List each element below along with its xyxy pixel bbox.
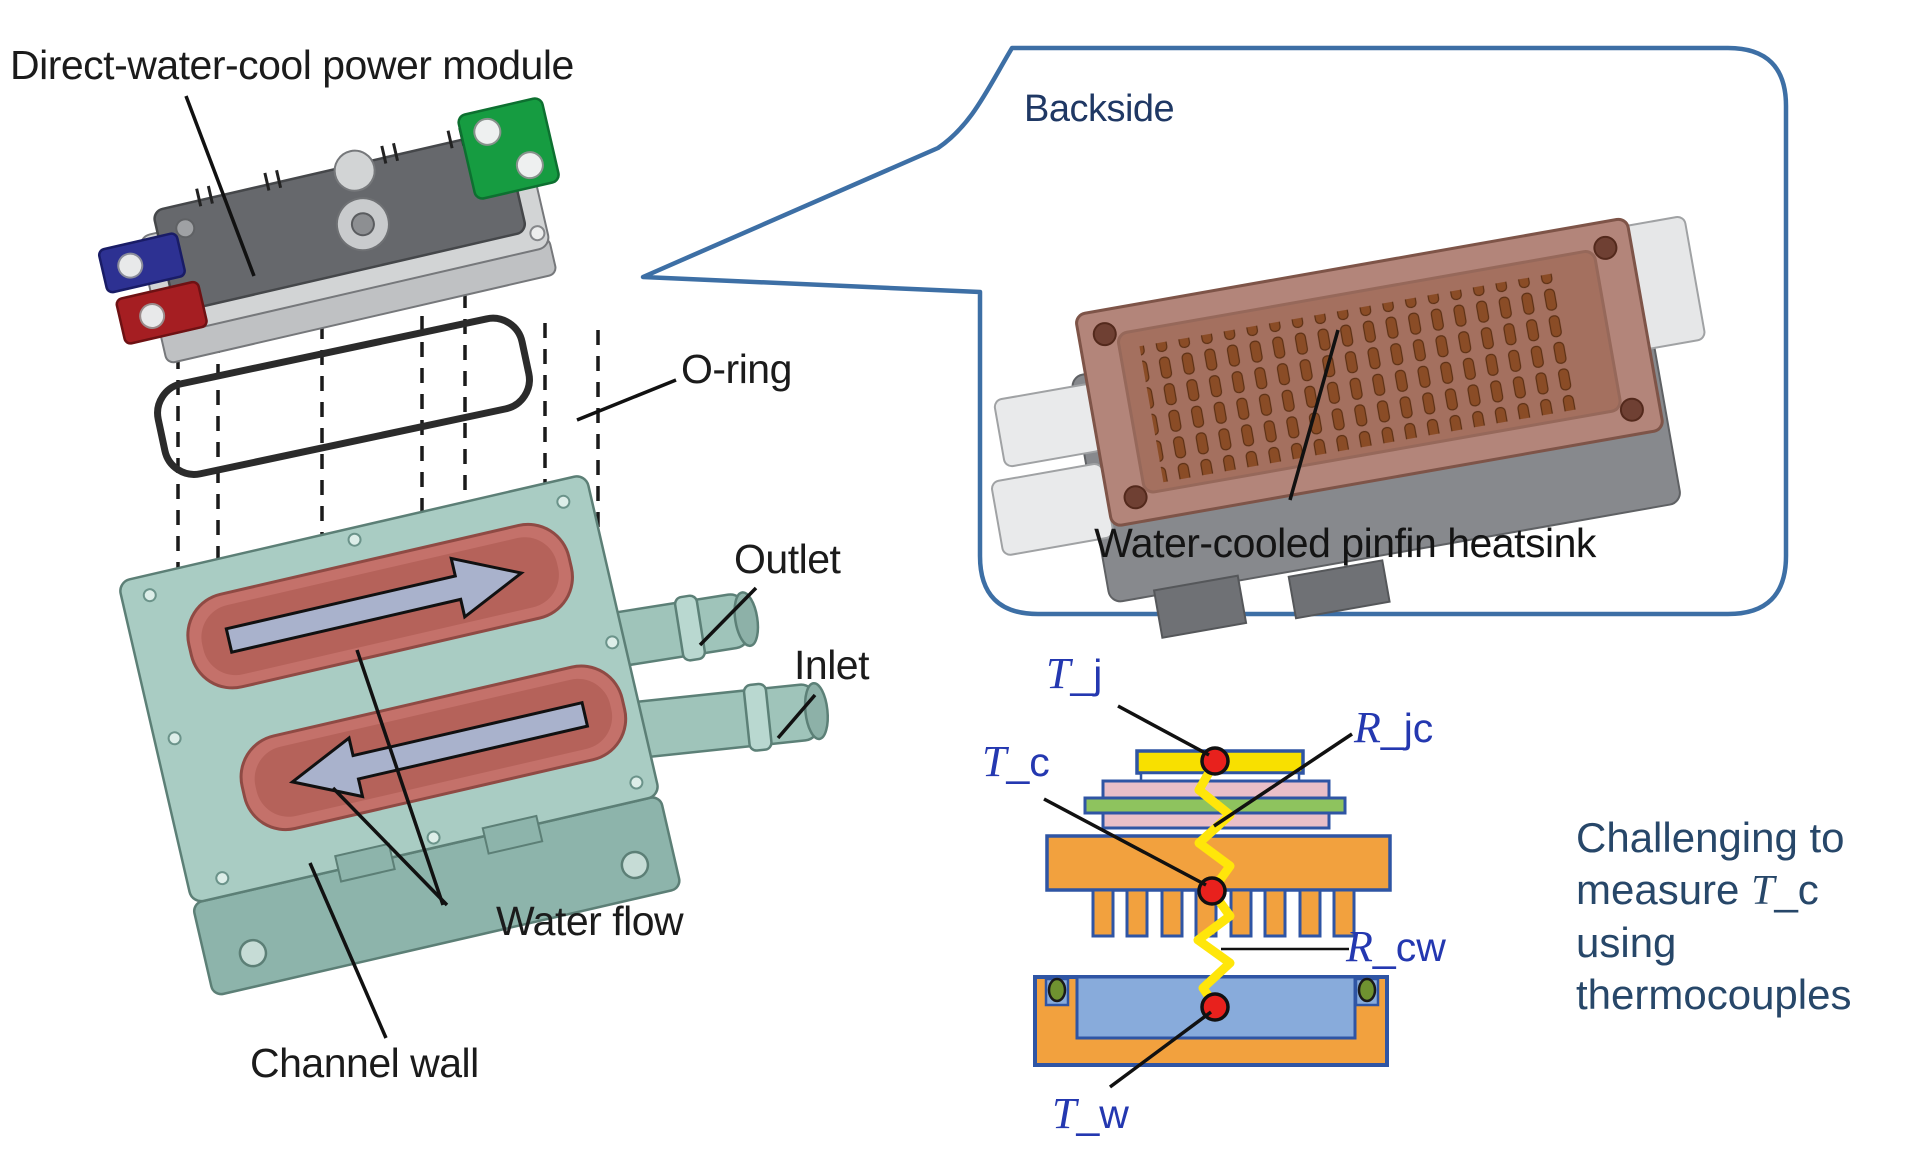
water-flow-leader-line	[331, 786, 449, 907]
plate-hole	[1123, 485, 1148, 510]
callout-title: Backside	[1024, 88, 1175, 130]
block-lug-hole	[238, 938, 268, 968]
tw-label: T_w	[1052, 1089, 1129, 1138]
block-screw-holes	[142, 494, 644, 886]
rjc-label: R_jc	[1354, 703, 1434, 752]
water-flow-arrow-left	[288, 700, 590, 799]
outlet-leader-line	[698, 586, 758, 647]
oring-leader-line	[576, 378, 677, 422]
water-flow-arrow-right	[224, 556, 525, 655]
heatsink-leader-line	[1288, 329, 1340, 501]
tw-leader-line	[1108, 1010, 1213, 1089]
rcw-label: R_cw	[1346, 922, 1446, 971]
measurement-note: Challenging to measure T_c using thermoc…	[1576, 812, 1920, 1021]
oring-3d	[154, 314, 533, 478]
channel-block-3d	[119, 475, 681, 996]
water-flow-leader-line	[355, 649, 445, 906]
heatsink-body-foot	[1152, 574, 1248, 639]
channel-wall-label: Channel wall	[250, 1040, 479, 1086]
terminal-hole	[117, 252, 144, 279]
tc-label: T_c	[982, 737, 1050, 786]
terminal-hole	[515, 151, 544, 180]
inlet-label: Inlet	[794, 642, 870, 688]
pin-array	[1139, 272, 1581, 483]
flange-hole	[529, 225, 546, 242]
cover-screw-boss	[175, 218, 196, 239]
note-line: using	[1576, 919, 1677, 967]
oring-label: O-ring	[681, 346, 792, 392]
terminal-hole	[473, 117, 502, 146]
note-line: measure T_c	[1576, 866, 1819, 915]
substrate-top-layer	[1101, 779, 1331, 800]
heatsink-body-foot	[1287, 559, 1391, 620]
pinfin-heatsink-3d	[991, 216, 1706, 639]
outlet-label: Outlet	[734, 536, 841, 582]
channel-wall-leader-line	[308, 862, 388, 1039]
green-terminal	[457, 97, 560, 200]
inlet-leader-line	[776, 693, 817, 740]
block-tab	[334, 842, 396, 883]
block-lug-hole	[620, 850, 650, 880]
note-line: thermocouples	[1576, 971, 1852, 1019]
center-boss-hole	[350, 212, 375, 237]
plate-hole	[1619, 397, 1644, 422]
cover-notch	[333, 149, 376, 192]
module-leader-line	[184, 95, 256, 277]
schematic-leader-lines	[1043, 704, 1353, 1089]
note-line: Challenging to	[1576, 814, 1845, 861]
tj-label: T_j	[1046, 649, 1103, 698]
rjc-leader-line	[1213, 732, 1353, 828]
block-tab	[481, 814, 544, 855]
tc-leader-line	[1043, 797, 1207, 887]
plate-hole	[1593, 235, 1618, 260]
plate-hole	[1092, 322, 1117, 347]
heatsink-caption: Water-cooled pinfin heatsink	[1094, 520, 1596, 566]
thermocouple-bead	[1047, 977, 1067, 1003]
tj-leader-line	[1117, 704, 1210, 757]
water-flow-label: Water flow	[496, 898, 684, 944]
power-module-3d	[97, 97, 560, 364]
terminal-hole	[139, 302, 166, 329]
module-label: Direct-water-cool power module	[10, 42, 574, 88]
thermocouple-bead	[1357, 977, 1377, 1003]
